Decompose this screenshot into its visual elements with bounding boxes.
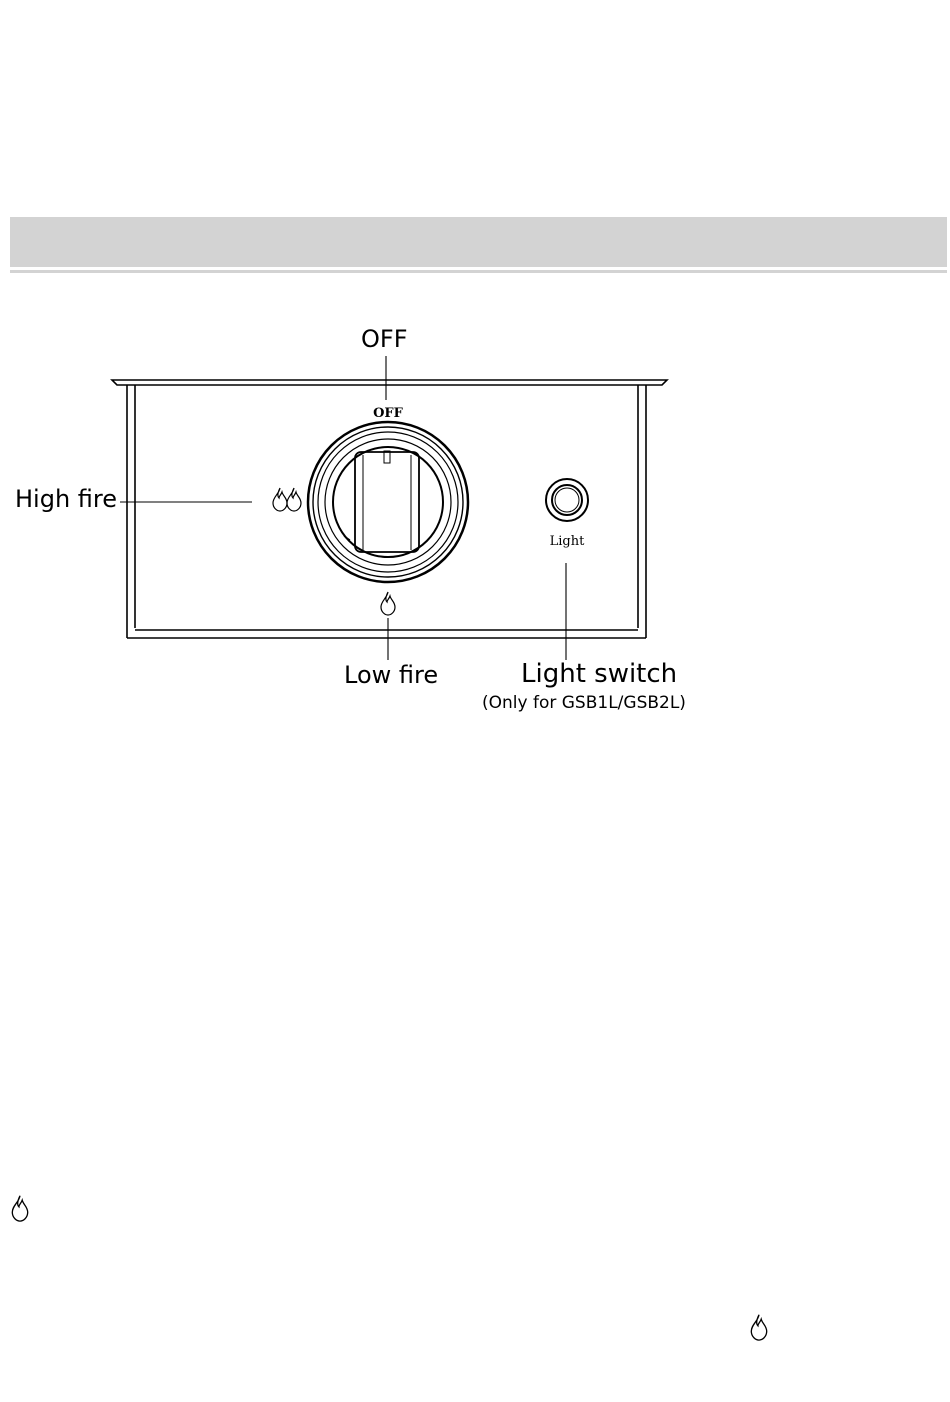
callout-light-switch-note: (Only for GSB1L/GSB2L) <box>482 695 686 712</box>
callout-low-fire: Low fire <box>344 663 438 687</box>
flame-icon <box>381 592 395 615</box>
light-switch-button[interactable] <box>546 479 588 521</box>
panel-off-marking: OFF <box>373 406 404 421</box>
leader-lines <box>120 356 566 660</box>
panel-light-marking: Light <box>550 534 585 549</box>
callout-off: OFF <box>361 327 408 351</box>
callout-high-fire: High fire <box>15 487 117 511</box>
flame-icon-standalone <box>751 1315 766 1340</box>
callout-light-switch: Light switch <box>521 661 677 687</box>
flame-icon-standalone <box>12 1196 27 1221</box>
control-knob[interactable] <box>308 422 468 582</box>
double-flame-icon <box>273 488 301 511</box>
